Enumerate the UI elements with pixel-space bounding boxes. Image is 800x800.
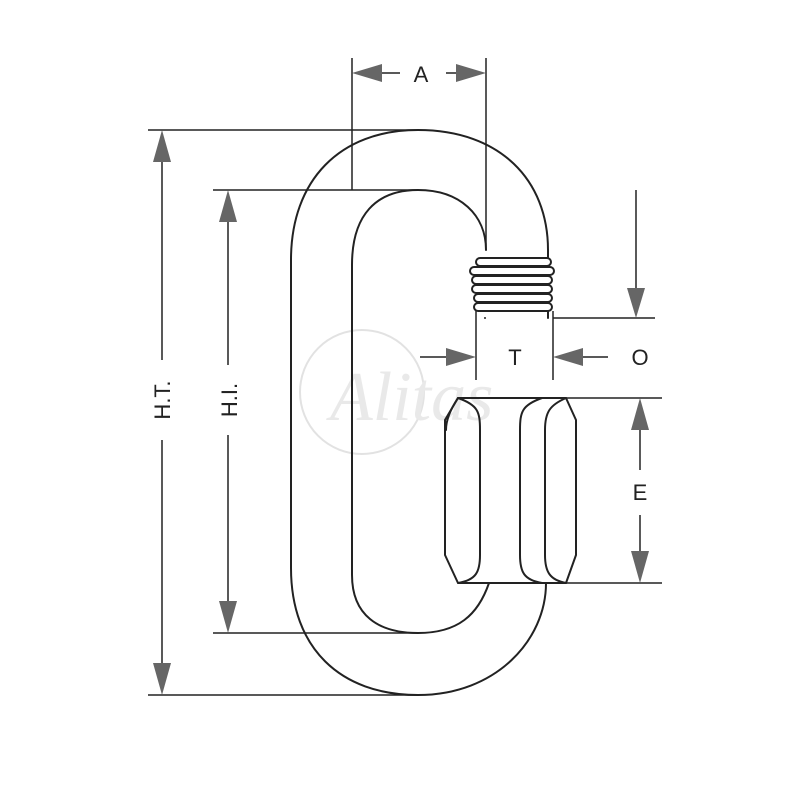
label-e: E xyxy=(633,480,648,505)
label-ht: H.T. xyxy=(150,380,175,419)
thread-section xyxy=(469,257,555,380)
watermark-logo: Alitas xyxy=(299,329,493,455)
link-inner-outline xyxy=(351,189,490,634)
dimension-o: O xyxy=(553,190,655,370)
dimension-ht: H.T. xyxy=(148,129,418,696)
dimension-hi: H.I. xyxy=(213,189,418,634)
label-a: A xyxy=(414,62,429,87)
dimension-e: E xyxy=(566,397,662,584)
dimension-t: T xyxy=(420,345,608,370)
label-t: T xyxy=(508,345,521,370)
dimension-a: A xyxy=(351,58,487,250)
label-o: O xyxy=(631,345,648,370)
link-outer-outline xyxy=(290,129,549,696)
label-hi: H.I. xyxy=(217,383,242,417)
